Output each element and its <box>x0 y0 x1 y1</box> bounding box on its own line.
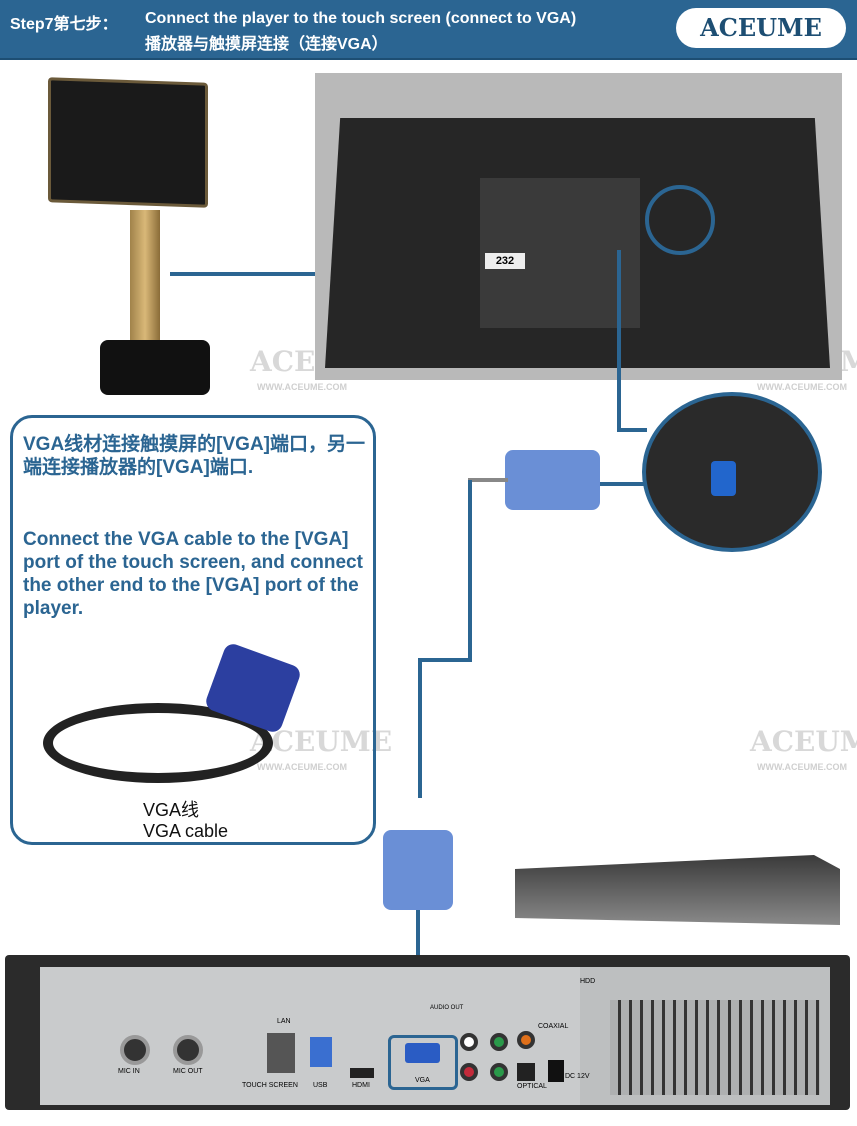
vga-port-closeup <box>642 392 822 552</box>
port-label: HDD <box>580 978 596 985</box>
watermark-url: WWW.ACEUME.COM <box>757 762 847 772</box>
connector-line <box>617 250 621 430</box>
vga-port <box>405 1043 440 1063</box>
step-label: Step7第七步： <box>10 16 118 33</box>
title-en: Connect the player to the touch screen (… <box>145 10 577 27</box>
player-back-panel: MIC IN MIC OUT LAN TOUCH SCREEN USB HDMI… <box>5 955 850 1110</box>
vga-port-highlight <box>388 1035 458 1090</box>
port-label: USB <box>313 1082 328 1089</box>
monitor-back-photo: 232 <box>315 73 842 380</box>
vga-cable-photo <box>43 641 353 793</box>
vga-connector-icon <box>383 830 453 910</box>
monitor-label: 232 <box>485 253 525 269</box>
port-label: VGA <box>415 1077 430 1084</box>
header-banner: Step7第七步： Connect the player to the touc… <box>0 0 857 60</box>
watermark-url: WWW.ACEUME.COM <box>257 382 347 392</box>
caption-zh: VGA线 <box>143 800 200 820</box>
connector-line <box>600 482 645 486</box>
port-label: OPTICAL <box>517 1083 547 1090</box>
port-label: MIC OUT <box>173 1068 203 1075</box>
aceume-logo: ACEUME <box>676 8 846 48</box>
port-label: MIC IN <box>118 1068 140 1075</box>
vga-connector-icon <box>505 450 600 510</box>
caption-en: VGA cable <box>143 821 229 841</box>
instruction-en: Connect the VGA cable to the [VGA] port … <box>23 529 363 619</box>
connector-line <box>170 272 315 276</box>
instruction-box: VGA线材连接触摸屏的[VGA]端口，另一端连接播放器的[VGA]端口. Con… <box>10 415 376 845</box>
connector-line <box>617 428 647 432</box>
watermark: ACEUME <box>750 725 857 758</box>
port-label: DC 12V <box>565 1073 590 1080</box>
player-front-photo <box>515 855 840 925</box>
touch-screen-kiosk <box>40 75 220 395</box>
watermark-url: WWW.ACEUME.COM <box>257 762 347 772</box>
watermark-url: WWW.ACEUME.COM <box>757 382 847 392</box>
instruction-zh: VGA线材连接触摸屏的[VGA]端口，另一端连接播放器的[VGA]端口. <box>23 434 366 478</box>
port-label: LAN <box>277 1018 291 1025</box>
vga-port-highlight <box>645 185 715 255</box>
port-label: TOUCH SCREEN <box>242 1082 298 1089</box>
port-label: COAXIAL <box>538 1023 569 1030</box>
port-label: HDMI <box>352 1082 370 1089</box>
port-label: AUDIO OUT <box>430 1005 464 1011</box>
title-zh: 播放器与触摸屏连接（连接VGA） <box>145 36 388 53</box>
